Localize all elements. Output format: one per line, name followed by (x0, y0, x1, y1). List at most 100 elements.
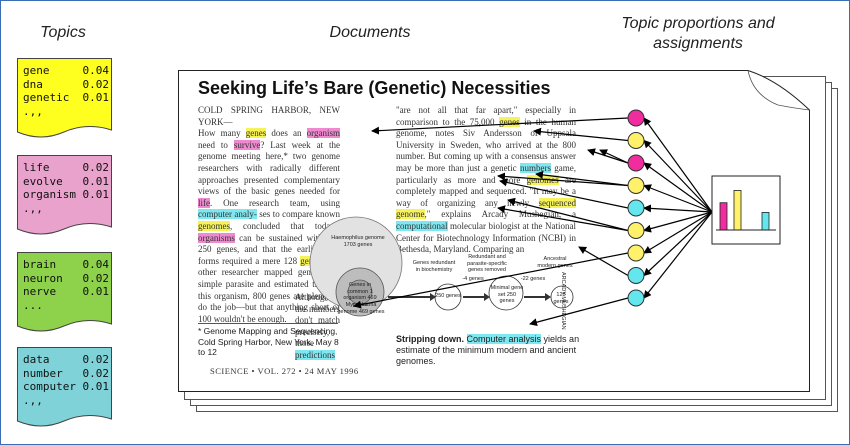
word-assignment-arrow (599, 149, 629, 164)
caption-rest: yields an estimate of the minimum modern… (396, 334, 580, 366)
topic-word-probability: 0.04 (82, 258, 110, 271)
topic-word-probability: 0.01 (82, 188, 110, 201)
proportion-to-assignment-arrow (643, 211, 713, 299)
text-run: How many (198, 128, 246, 139)
proportion-to-assignment-arrow (643, 211, 713, 254)
topic-more-ellipsis: .,, (23, 104, 43, 118)
topic-proportions-chart (711, 175, 781, 245)
topic-card-bg (17, 155, 112, 235)
word-assignment-arrow (353, 252, 629, 309)
highlighted-word: genes (499, 116, 520, 127)
topic-more-ellipsis: .,, (23, 393, 43, 407)
topics-heading: Topics (40, 24, 86, 41)
page-footer: SCIENCE • VOL. 272 • 24 MAY 1996 (210, 366, 359, 376)
proportion-to-assignment-arrow (643, 204, 713, 213)
topic-word-probability: 0.02 (82, 353, 110, 366)
proportion-to-assignment-arrow (643, 211, 713, 233)
word-assignment-arrow (497, 172, 629, 187)
proportion-to-assignment-arrow (643, 211, 713, 277)
proportion-bar-cyan (761, 211, 770, 231)
caption-highlight: Computer analysis (466, 334, 542, 344)
footnote: * Genome Mapping and Sequencing, Cold Sp… (198, 326, 339, 357)
topic-word-probability: 0.02 (82, 271, 110, 285)
topic-word-row: life 0.02 (23, 161, 109, 175)
topic-word-probability: 0.01 (82, 91, 110, 104)
label-redundant-removed: Redundant and parasite-specific genes re… (467, 254, 507, 273)
topic-word-row: organism 0.01 (23, 188, 109, 202)
proportion-to-assignment-arrow (643, 184, 713, 213)
topic-word: organism (23, 188, 76, 201)
highlighted-word: genomes (198, 220, 230, 231)
label-minimal-gene-set: Minimal gene set 250 genes (490, 285, 524, 304)
text-run: . One research team, using (210, 197, 340, 208)
topic-assignment-circle-pink (627, 154, 645, 172)
caption-bold: Stripping down. (396, 334, 464, 344)
topic-assignment-circle-cyan (627, 267, 645, 284)
text-run: are completely mapped and sequenced. "It… (396, 174, 576, 208)
topic-word-row: evolve 0.01 (23, 175, 109, 189)
highlighted-word: computer analy- (198, 209, 257, 220)
topic-assignment-circle-yellow (627, 132, 645, 149)
topic-word-probability: 0.02 (82, 77, 110, 91)
proportion-bar-pink (719, 202, 728, 231)
word-assignment-arrow (507, 197, 629, 232)
proportions-heading: Topic proportions and assignments (598, 14, 798, 54)
label-minus-4-genes: -4 genes (462, 276, 484, 282)
label-credit: ARCADY MUSHEGIAN (560, 272, 566, 330)
topic-word-probability: 0.02 (82, 161, 110, 174)
topic-more-ellipsis: .,, (23, 201, 43, 215)
topic-card-bg (17, 58, 112, 138)
topic-word-probability: 0.01 (82, 174, 110, 188)
highlighted-word: numbers (519, 162, 551, 173)
topic-word-probability: 0.02 (82, 366, 110, 380)
topic-word-list: life 0.02 evolve 0.01 organism 0.01.,, (23, 161, 109, 215)
text-run: "are not all that far apart," especially… (396, 105, 576, 127)
document-page-outline (178, 70, 810, 392)
word-assignment-arrow (587, 148, 629, 164)
topic-word: evolve (23, 174, 63, 188)
figure-caption: Stripping down. Computer analysis yields… (396, 334, 586, 367)
assignment-circles (627, 109, 645, 307)
text-run: need to (198, 139, 234, 150)
text-run: ses to compare known (256, 209, 340, 220)
highlighted-word: genes (245, 128, 267, 139)
documents-heading: Documents (329, 24, 411, 41)
topic-word: gene (23, 64, 50, 77)
word-assignment-arrow (499, 178, 629, 209)
label-128-genes: 128 genes (553, 292, 569, 305)
topic-word: dna (23, 77, 43, 91)
topic-more-ellipsis: ... (23, 298, 43, 312)
document-title: Seeking Life’s Bare (Genetic) Necessitie… (198, 78, 551, 98)
text-run: ? Last week at the genome meeting here,*… (198, 139, 340, 197)
topic-word-probability: 0.04 (82, 64, 110, 77)
proportions-heading-line1: Topic proportions and (621, 15, 775, 32)
text-run: , concluded that today's (230, 220, 340, 231)
document-figure (309, 216, 574, 317)
topic-word: life (23, 161, 50, 174)
topic-word: data (23, 353, 50, 366)
topic-assignment-circle-cyan (627, 289, 645, 307)
proportion-bar-yellow (733, 189, 742, 231)
document-column-1-tail: Although the numbers don't match precise… (295, 292, 340, 362)
topic-word-probability: 0.01 (82, 380, 110, 393)
proportions-heading-line2: assignments (653, 35, 743, 52)
word-assignment-arrow (535, 170, 629, 187)
word-assignment-arrow (371, 117, 629, 135)
highlighted-word: life (198, 197, 210, 208)
topic-card-bg (17, 347, 112, 427)
document-dateline: COLD SPRING HARBOR, NEW YORK— (198, 105, 340, 128)
column-1-text: How many genes does an organism need to … (198, 128, 340, 325)
highlighted-word: organism (306, 128, 340, 139)
word-assignment-arrow (529, 297, 629, 327)
text-run: game, particularly as more and more (396, 162, 576, 185)
text-run: Although the numbers don't match precise… (295, 292, 340, 349)
topic-assignment-circle-yellow (627, 244, 645, 262)
label-minus-22-genes: -22 genes (520, 276, 546, 282)
highlighted-word: organisms (198, 232, 235, 243)
